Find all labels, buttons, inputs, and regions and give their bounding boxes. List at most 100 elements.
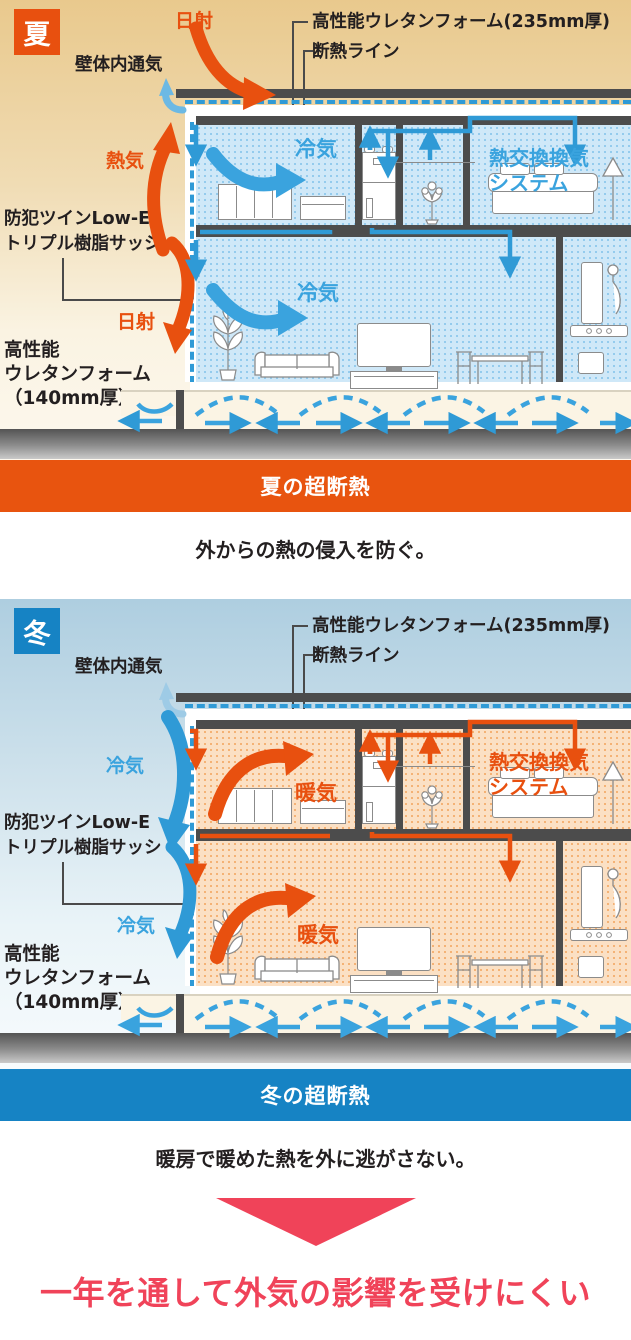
season-badge-summer: 夏 — [14, 9, 60, 55]
flow-label-lower-summer: 冷気 — [297, 281, 339, 305]
label-sash-line2-winter: トリプル樹脂サッシ — [4, 838, 162, 858]
roof-cavity-summer — [185, 105, 631, 116]
partition-3-winter — [463, 729, 470, 829]
cold-air-arrow-top-winter — [158, 710, 191, 851]
label-hrv-line1-winter: 熱交換換気 — [489, 750, 589, 774]
leader-sash-horizontal-summer — [62, 299, 192, 301]
window-sash-line-winter — [190, 726, 194, 988]
roof-outer-summer — [176, 89, 631, 98]
roof-insulation-line-summer — [185, 100, 631, 104]
roof-outer-winter — [176, 693, 631, 702]
label-roof-foam-summer: 高性能ウレタンフォーム(235mm厚) — [312, 12, 610, 32]
partition-1-winter — [355, 729, 362, 829]
pillow-right-summer — [534, 163, 564, 175]
label-solar-radiation-top-summer: 日射 — [175, 10, 214, 32]
label-foam-line2-winter: ウレタンフォーム — [4, 968, 151, 989]
warm-air-swirl-lower-winter — [210, 883, 316, 964]
foundation-wall-winter — [176, 994, 184, 1033]
partition-4-summer — [556, 237, 563, 382]
duct-network-lower-winter — [184, 832, 522, 886]
banner-summer: 夏の超断熱 — [0, 460, 631, 512]
spacer-4 — [0, 1172, 631, 1198]
low-cabinet-winter — [300, 800, 346, 824]
apron-airflow-winter — [117, 1006, 174, 1037]
tv-cabinet-summer — [350, 371, 438, 389]
label-insulation-line-summer: 断熱ライン — [312, 42, 400, 62]
sofa-winter — [254, 955, 340, 982]
tv-stand-neck-winter — [386, 971, 402, 975]
label-foam-line1-winter: 高性能 — [4, 944, 60, 965]
leader-roof-foam-tick-winter — [292, 625, 308, 627]
ceiling-band-winter — [190, 720, 631, 729]
leader-sash-vertical-summer — [62, 258, 64, 300]
window-sash-line-summer — [190, 122, 194, 384]
shower-head-winter — [607, 868, 621, 919]
conclusion-arrow-wrap — [0, 1198, 631, 1246]
caption-summer: 外からの熱の侵入を防ぐ。 — [195, 538, 436, 562]
label-cold-air-side-winter: 冷気 — [117, 915, 156, 937]
bath-panel-summer — [581, 262, 603, 324]
hrv-filter-slot-winter — [366, 802, 373, 822]
sofa-summer — [254, 351, 340, 378]
solar-arrow-side-summer — [163, 236, 195, 354]
season-badge-winter: 冬 — [14, 608, 60, 654]
low-cabinet-line-winter — [302, 808, 344, 810]
spacer-1 — [0, 512, 631, 534]
label-solar-radiation-side-summer: 日射 — [117, 311, 156, 333]
wall-vent-arrow-summer — [159, 78, 187, 114]
ground-strip-winter — [0, 1033, 631, 1063]
bookshelf-div-1-summer — [236, 186, 238, 218]
tv-screen-summer — [357, 323, 431, 367]
pillow-left-summer — [500, 163, 530, 175]
bath-controls-winter — [586, 932, 612, 938]
partition-2-summer — [396, 125, 403, 225]
shower-head-summer — [607, 264, 621, 315]
pillow-right-winter — [534, 767, 564, 779]
duct-network-upper-winter — [184, 719, 587, 783]
leader-sash-horizontal-winter — [62, 903, 192, 905]
label-sash-line1-winter: 防犯ツインLow-E — [4, 813, 151, 833]
cool-air-swirl-upper-summer — [206, 147, 306, 198]
flow-label-upper-winter: 暖気 — [295, 781, 337, 805]
roof-insulation-line-winter — [185, 704, 631, 708]
hrv-seam-winter — [362, 786, 396, 788]
dining-set-summer — [456, 351, 544, 384]
tv-screen-winter — [357, 927, 431, 971]
tv-cabinet-winter — [350, 975, 438, 993]
label-wall-ventilation-summer: 壁体内通気 — [75, 55, 163, 75]
bookshelf-div-3-winter — [272, 790, 274, 822]
flow-label-upper-summer: 冷気 — [295, 137, 337, 161]
bath-controls-summer — [586, 328, 612, 334]
low-cabinet-summer — [300, 196, 346, 220]
roof-cavity-winter — [185, 709, 631, 720]
airflow-overlay-winter — [117, 682, 631, 1039]
label-sash-line2-summer: トリプル樹脂サッシ — [4, 234, 162, 254]
leader-roof-foam-drop-summer — [292, 21, 294, 127]
leader-ins-line-tick-winter — [303, 654, 313, 656]
foundation-wall-summer — [176, 390, 184, 429]
leader-ins-line-drop-winter — [303, 654, 305, 731]
duct-network-upper-summer — [184, 115, 587, 179]
partition-1-summer — [355, 125, 362, 225]
hrv-seam-summer — [362, 182, 396, 184]
label-foam-line1-summer: 高性能 — [4, 340, 60, 361]
flow-label-lower-winter: 暖気 — [297, 923, 339, 947]
summer-diagram-panel: 夏 壁体内通気 日射 熱気 防犯ツインLow-E トリプル樹脂サッシ 日射 高性… — [0, 0, 631, 460]
leader-hrv-winter — [383, 766, 475, 768]
bookshelf-div-3-summer — [272, 186, 274, 218]
floor-lamp-winter — [601, 760, 625, 824]
hrv-filter-slot-summer — [366, 198, 373, 218]
leader-ins-line-drop-summer — [303, 50, 305, 127]
tv-cabinet-line-winter — [354, 980, 434, 982]
crawlspace-airflow-summer — [194, 395, 590, 417]
leader-roof-foam-drop-winter — [292, 625, 294, 731]
label-insulation-line-winter: 断熱ライン — [312, 646, 400, 666]
tv-stand-neck-summer — [386, 367, 402, 371]
leader-roof-foam-tick-summer — [292, 21, 308, 23]
caption-winter: 暖房で暖めた熱を外に逃がさない。 — [155, 1147, 476, 1171]
bath-panel-winter — [581, 866, 603, 928]
bath-stool-summer — [578, 352, 604, 374]
dining-set-winter — [456, 955, 544, 988]
airflow-overlay-summer — [117, 21, 631, 435]
ceiling-band-summer — [190, 116, 631, 125]
